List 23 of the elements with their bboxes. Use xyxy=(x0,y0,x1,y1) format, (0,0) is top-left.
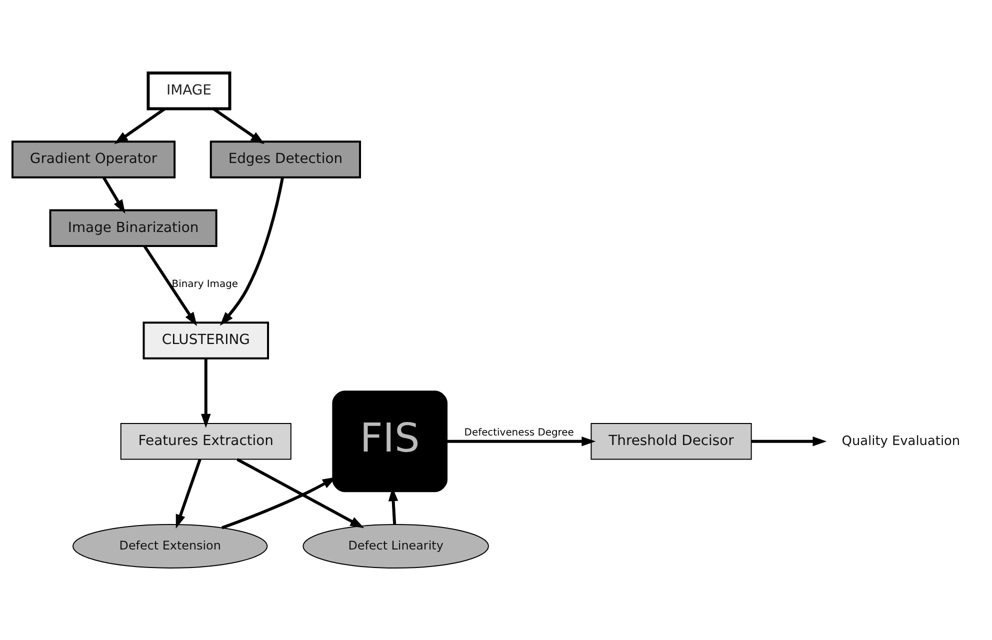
node-box: Features Extraction xyxy=(120,422,292,460)
node-box: FIS xyxy=(332,390,448,492)
arrow xyxy=(143,245,198,326)
arrow xyxy=(220,176,284,326)
node-box: Gradient Operator xyxy=(11,140,176,178)
arrow xyxy=(236,458,364,528)
node-box: Edges Detection xyxy=(210,140,362,178)
arrow xyxy=(102,176,126,214)
node-box: Image Binarization xyxy=(49,208,218,246)
node-text: Quality Evaluation xyxy=(842,433,960,448)
arrow xyxy=(114,107,166,144)
edge-label: Defectiveness Degree xyxy=(464,426,574,438)
edge-label: Binary Image xyxy=(172,278,238,290)
node-box: IMAGE xyxy=(146,70,232,110)
arrow xyxy=(176,458,202,528)
arrow xyxy=(752,436,827,446)
arrow xyxy=(212,107,265,144)
node-ellipse: Defect Linearity xyxy=(302,524,489,568)
arrow xyxy=(201,358,211,428)
node-ellipse: Defect Extension xyxy=(72,524,268,568)
node-box: Threshold Decisor xyxy=(590,422,752,460)
node-box: CLUSTERING xyxy=(142,321,270,359)
arrow xyxy=(447,436,596,446)
